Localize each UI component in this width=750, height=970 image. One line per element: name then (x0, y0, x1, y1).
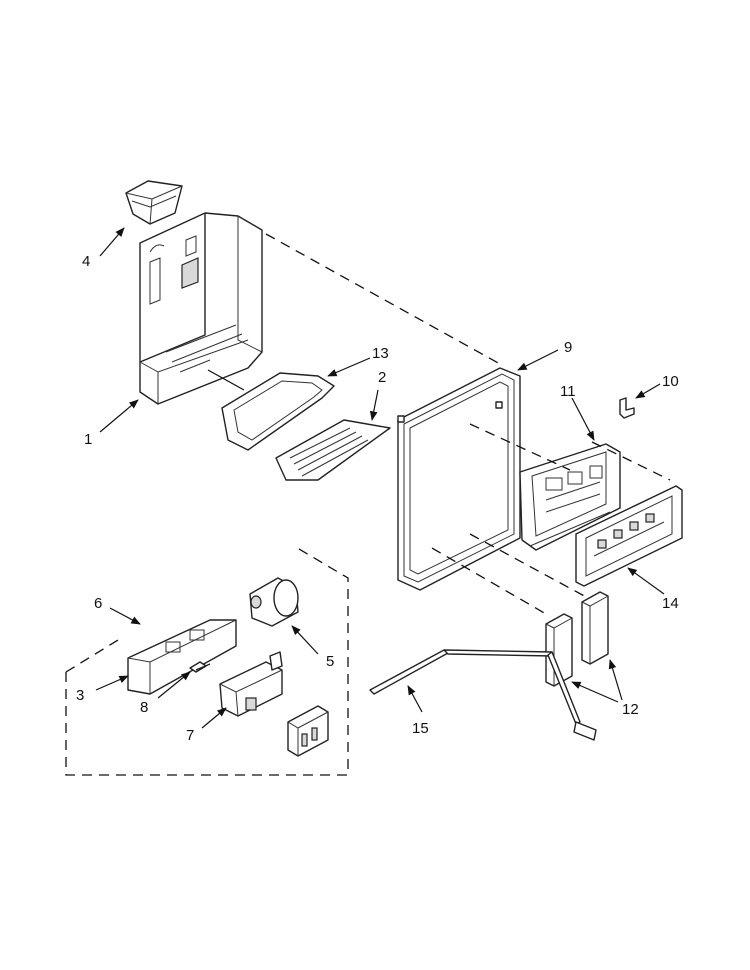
part-12-pads (545, 591, 609, 687)
part-3-bracket (127, 619, 237, 695)
callout-15: 15 (412, 720, 429, 737)
part-9-frame (397, 367, 521, 591)
part-2-grille (275, 419, 391, 481)
part-14-front-panel (575, 485, 683, 587)
callout-6: 6 (94, 595, 102, 612)
part-15-tube (369, 649, 597, 741)
callout-13: 13 (372, 345, 389, 362)
part-4-cup (125, 180, 183, 225)
switch-cover (287, 705, 329, 757)
callout-14: 14 (662, 595, 679, 612)
callout-7: 7 (186, 727, 194, 744)
callout-9: 9 (564, 339, 572, 356)
callout-12: 12 (622, 701, 639, 718)
callout-3: 3 (76, 687, 84, 704)
callout-labels: 1 2 3 4 5 6 7 8 9 10 11 12 13 14 15 (76, 253, 679, 744)
assembly-lines (265, 233, 671, 615)
callout-4: 4 (82, 253, 90, 270)
part-5-motor (249, 577, 299, 627)
leader-lines (95, 227, 665, 729)
callout-1: 1 (84, 431, 92, 448)
callout-2: 2 (378, 369, 386, 386)
part-8-screw (189, 661, 211, 673)
callout-10: 10 (662, 373, 679, 390)
sub-assembly-boundary (65, 545, 349, 776)
part-13-tray-frame (221, 372, 335, 451)
part-1-housing (139, 212, 263, 405)
callout-11: 11 (560, 383, 576, 400)
part-11-control-housing (519, 443, 621, 551)
callout-8: 8 (140, 699, 148, 716)
part-10-clip (619, 397, 635, 419)
callout-5: 5 (326, 653, 334, 670)
part-7-actuator (219, 651, 283, 717)
